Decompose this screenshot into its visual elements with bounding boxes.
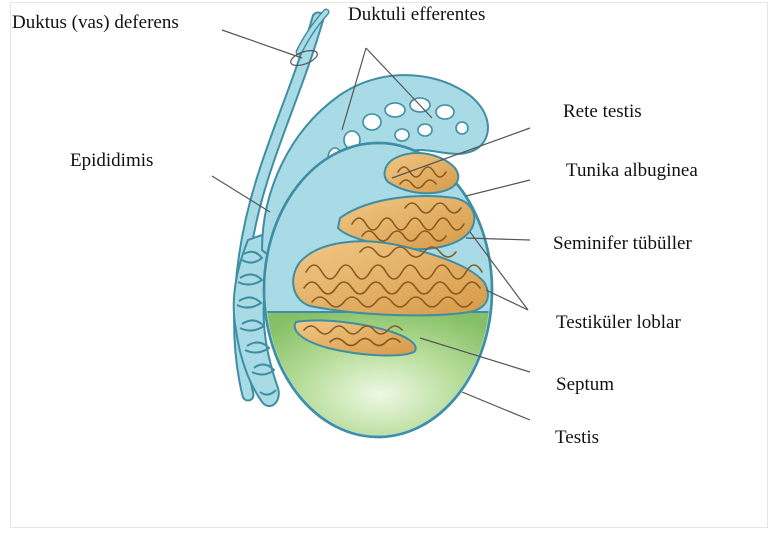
- leader-tunica: [466, 180, 530, 196]
- label-rete-testis: Rete testis: [563, 101, 642, 123]
- label-ductuli-efferentes: Duktuli efferentes: [348, 4, 485, 26]
- label-testicular-lobules: Testiküler loblar: [556, 312, 681, 334]
- leader-ductus-deferens: [222, 30, 302, 58]
- label-seminiferous-tubules: Seminifer tübüller: [553, 233, 692, 255]
- label-ductus-deferens: Duktus (vas) deferens: [12, 12, 179, 34]
- label-epididymis: Epididimis: [70, 150, 153, 172]
- label-septum: Septum: [556, 374, 614, 396]
- leader-testis: [462, 392, 530, 420]
- label-testis: Testis: [555, 427, 599, 449]
- label-tunica-albuginea: Tunika albuginea: [566, 160, 698, 182]
